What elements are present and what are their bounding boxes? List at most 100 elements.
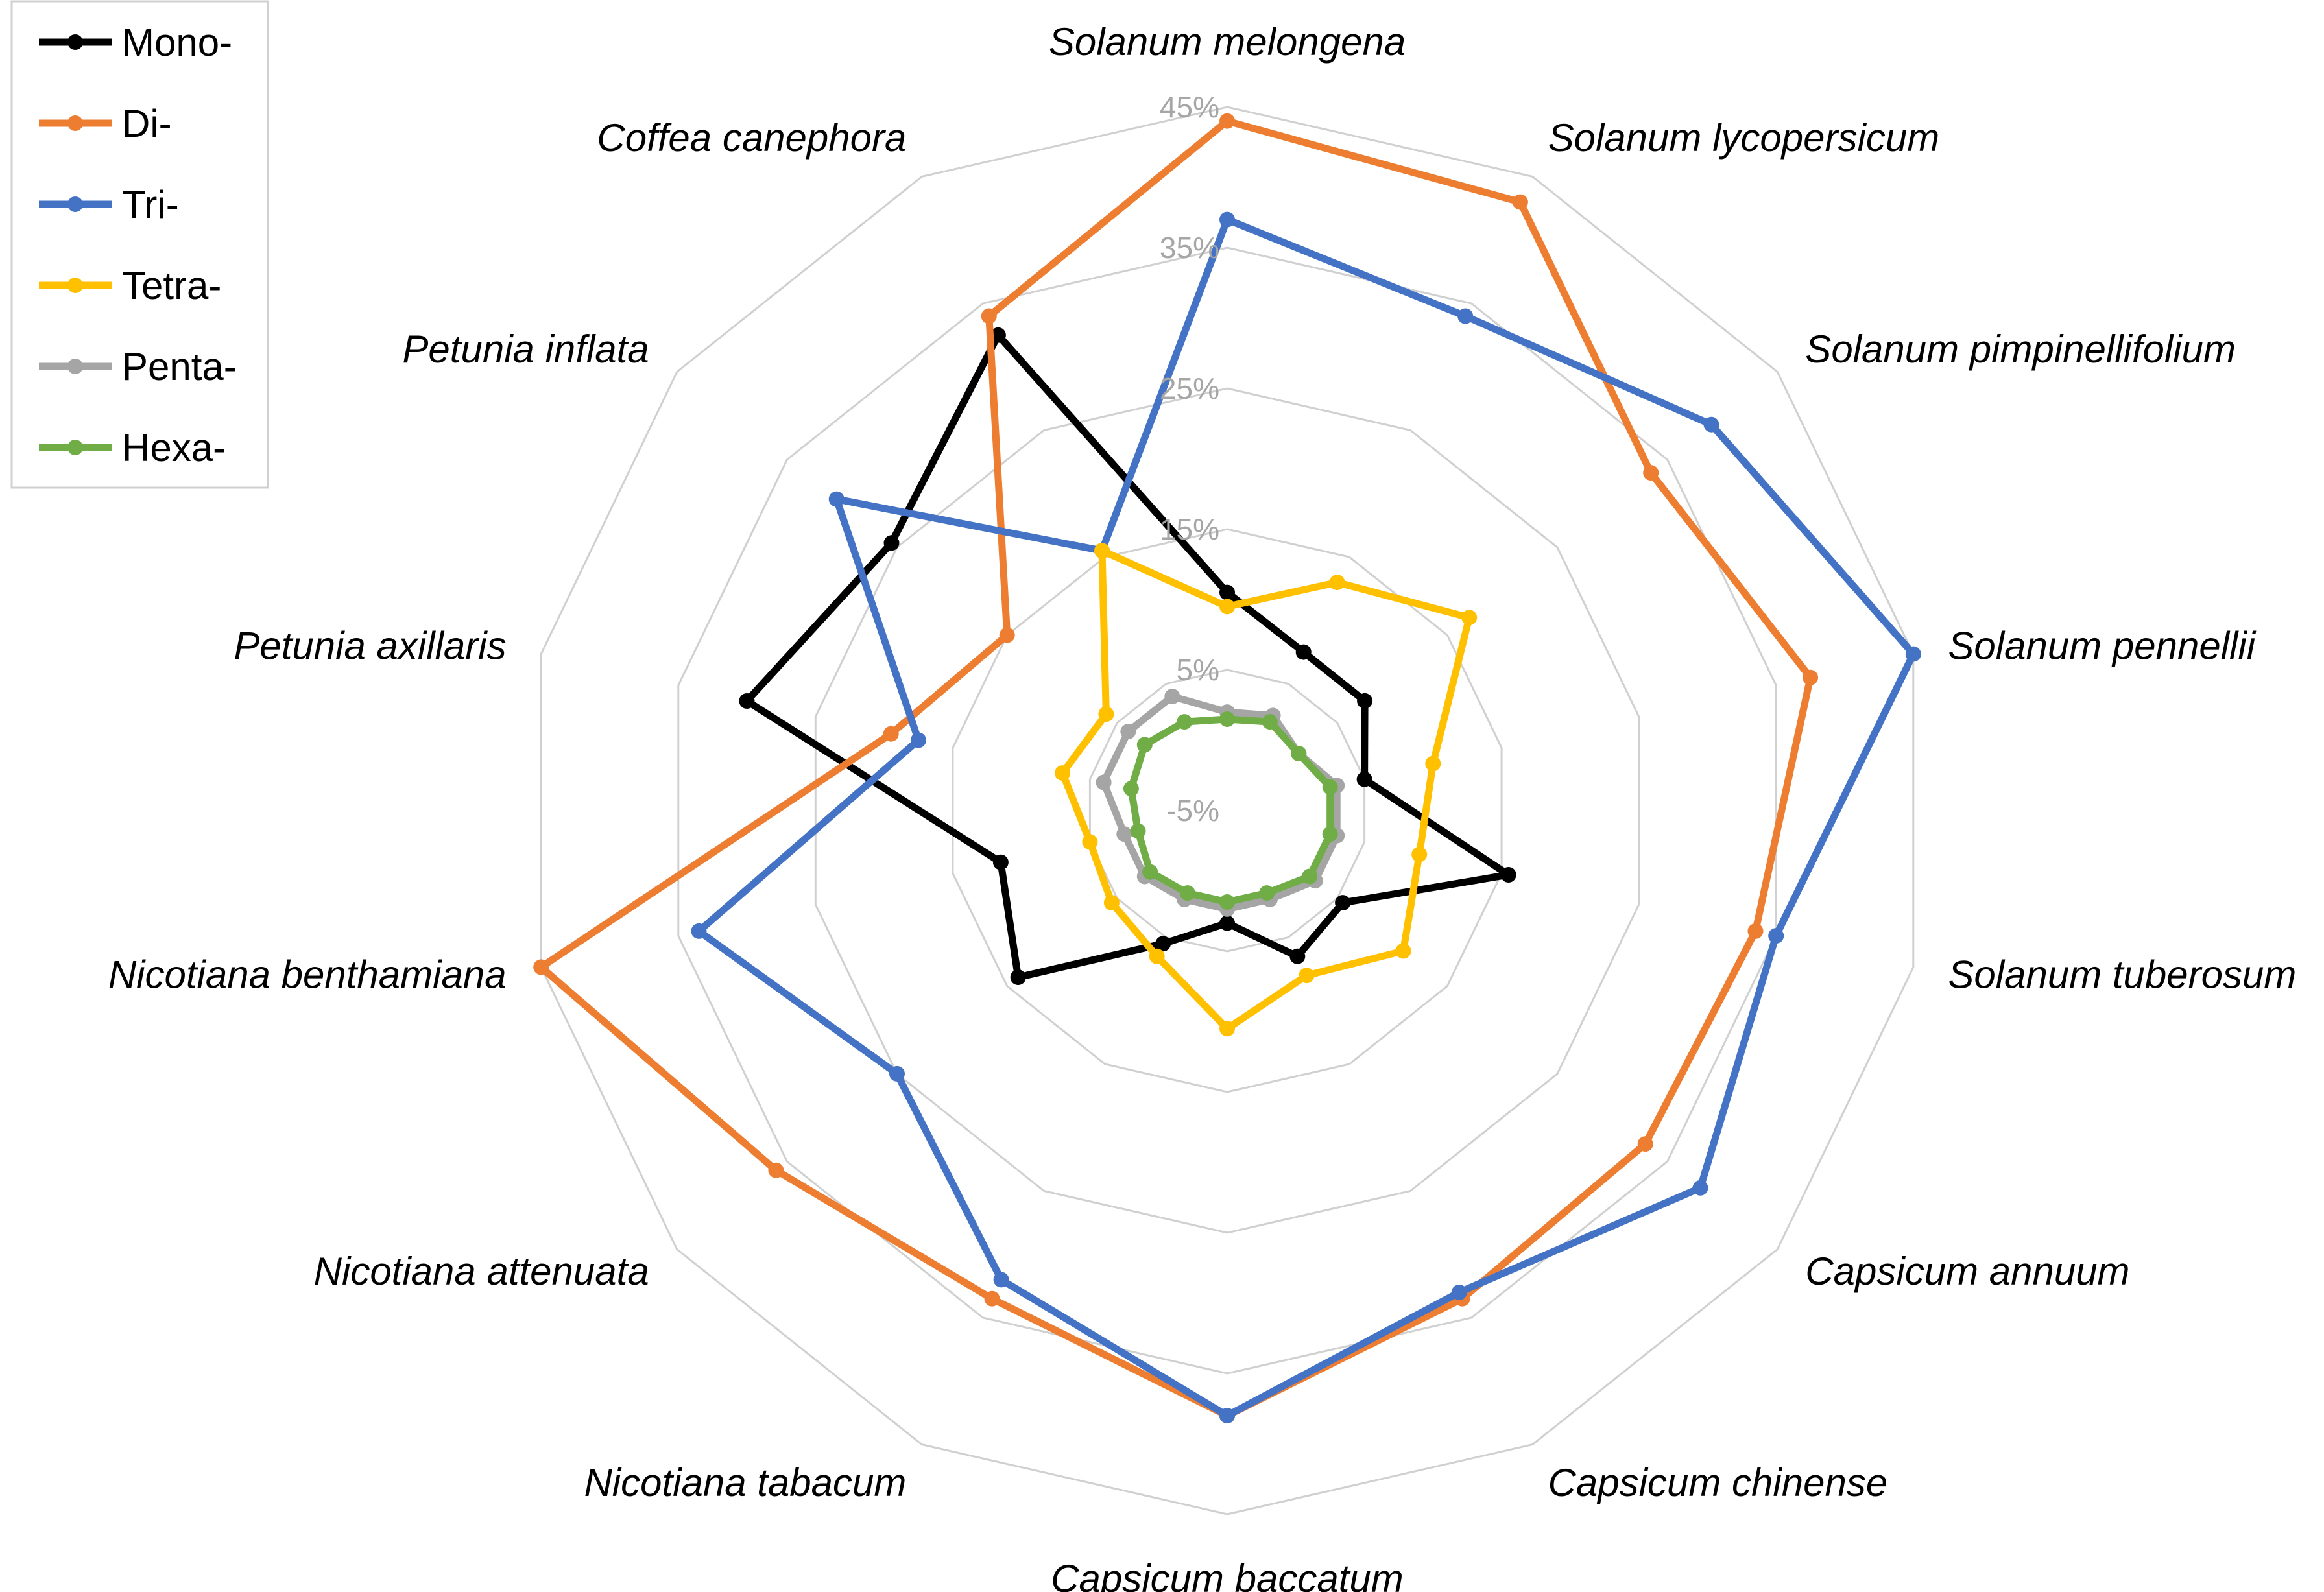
legend-swatch-marker — [67, 440, 83, 455]
data-point — [1219, 599, 1235, 615]
data-point — [1149, 948, 1165, 964]
data-point — [1512, 194, 1528, 210]
data-point — [981, 308, 997, 324]
series-hexa — [1123, 711, 1338, 910]
data-point — [1262, 714, 1278, 730]
legend-label: Mono- — [122, 21, 232, 64]
data-point — [1643, 465, 1659, 481]
data-point — [1335, 895, 1351, 911]
data-point — [883, 535, 900, 551]
legend-item: Tetra- — [39, 264, 221, 307]
tick-labels: -5%5%15%25%35%45% — [1160, 90, 1219, 827]
legend-item: Di- — [39, 102, 172, 145]
data-point — [1457, 308, 1474, 324]
tick-label: -5% — [1166, 794, 1219, 827]
data-point — [1219, 894, 1235, 910]
legend-item: Penta- — [39, 345, 237, 388]
legend-box — [10, 0, 269, 489]
category-label: Solanum pennellii — [1948, 624, 2256, 667]
category-label: Coffea canephora — [597, 116, 906, 160]
data-point — [1082, 834, 1098, 850]
category-label: Solanum melongena — [1049, 20, 1406, 64]
data-point — [911, 732, 926, 748]
gridline-ring — [540, 106, 1915, 1515]
legend-swatch-marker — [67, 115, 83, 131]
data-point — [1803, 669, 1819, 685]
data-point — [883, 726, 899, 742]
data-point — [1425, 755, 1441, 772]
category-label: Petunia inflata — [402, 327, 649, 371]
legend-swatch-marker — [67, 34, 83, 50]
data-point — [1356, 771, 1372, 787]
legend-swatch-marker — [67, 196, 83, 212]
tick-label: 5% — [1177, 653, 1219, 687]
data-point — [1219, 1021, 1235, 1037]
legend-item: Hexa- — [39, 426, 226, 469]
data-point — [1451, 1284, 1467, 1300]
gridline-ring — [814, 387, 1640, 1234]
category-label: Petunia axillaris — [234, 624, 506, 667]
category-label: Capsicum baccatum — [1051, 1557, 1404, 1592]
data-point — [1302, 868, 1318, 885]
data-point — [1010, 969, 1026, 986]
data-point — [1289, 948, 1306, 964]
data-point — [1098, 706, 1114, 722]
data-point — [1322, 779, 1338, 795]
legend-item: Mono- — [39, 21, 232, 64]
data-point — [1179, 885, 1195, 901]
series-layer — [533, 113, 1921, 1424]
tick-label: 45% — [1160, 90, 1219, 124]
category-label: Nicotiana tabacum — [584, 1461, 906, 1504]
data-point — [1295, 644, 1312, 660]
legend-item: Tri- — [39, 183, 179, 226]
legend: Mono- Di- Tri- Tetra- Penta- Hexa- — [10, 0, 269, 489]
category-label: Solanum pimpinellifolium — [1805, 327, 2236, 371]
data-point — [1219, 211, 1235, 228]
legend-swatch-marker — [67, 278, 83, 293]
data-point — [739, 693, 755, 709]
data-point — [992, 854, 1009, 870]
data-point — [993, 1272, 1009, 1288]
data-point — [1692, 1180, 1708, 1196]
data-point — [1357, 693, 1373, 709]
category-label: Nicotiana attenuata — [314, 1250, 649, 1293]
data-point — [1123, 781, 1139, 797]
data-point — [1136, 737, 1153, 753]
data-point — [1055, 765, 1071, 781]
data-point — [768, 1162, 784, 1178]
legend-label: Penta- — [122, 345, 237, 388]
category-label: Capsicum annuum — [1805, 1250, 2129, 1293]
category-label: Solanum lycopersicum — [1548, 116, 1940, 160]
data-point — [1299, 968, 1315, 984]
series-di — [533, 113, 1819, 1424]
data-point — [1130, 823, 1146, 839]
data-point — [1155, 936, 1171, 952]
data-point — [1120, 724, 1136, 740]
data-point — [1219, 915, 1235, 931]
data-point — [533, 959, 549, 975]
legend-swatch-marker — [67, 359, 83, 374]
series-mono — [739, 327, 1516, 986]
data-point — [999, 627, 1015, 643]
data-point — [1329, 575, 1345, 591]
data-point — [984, 1290, 1000, 1307]
data-point — [1094, 543, 1110, 559]
gridline-ring — [952, 528, 1503, 1093]
data-point — [889, 1065, 905, 1082]
data-point — [990, 327, 1006, 343]
data-point — [1096, 774, 1112, 790]
data-point — [1703, 416, 1719, 433]
category-label: Solanum tuberosum — [1948, 953, 2296, 997]
gridline-ring — [677, 246, 1777, 1375]
data-point — [1905, 646, 1921, 662]
series-line — [743, 331, 1513, 981]
series-tri — [691, 211, 1921, 1424]
category-label: Nicotiana benthamiana — [108, 953, 507, 997]
data-point — [1259, 885, 1275, 901]
grid-layer — [540, 106, 1915, 1515]
data-point — [1291, 746, 1307, 762]
legend-label: Tetra- — [122, 264, 221, 307]
data-point — [1461, 610, 1478, 626]
data-point — [1164, 689, 1180, 704]
